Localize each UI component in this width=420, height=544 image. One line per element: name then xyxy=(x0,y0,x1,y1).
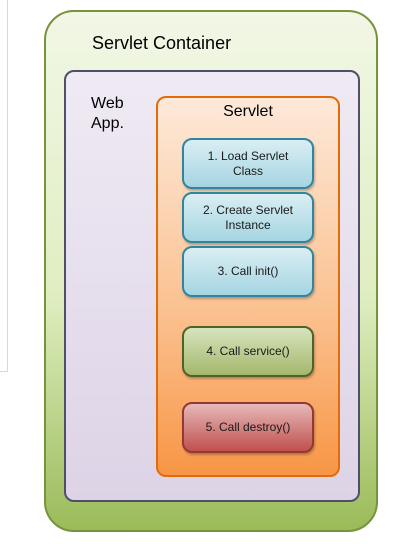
step-label: 1. Load Servlet Class xyxy=(207,148,289,178)
step-call-destroy: 5. Call destroy() xyxy=(182,402,314,453)
step-label: 4. Call service() xyxy=(206,344,290,358)
page-edge-divider xyxy=(0,0,8,372)
servlet-container-title: Servlet Container xyxy=(92,33,232,53)
step-label: 2. Create Servlet Instance xyxy=(202,202,294,232)
step-load-servlet-class: 1. Load Servlet Class xyxy=(182,138,314,189)
step-call-init: 3. Call init() xyxy=(182,246,314,297)
servlet-title: Servlet xyxy=(223,103,273,120)
step-create-servlet-instance: 2. Create Servlet Instance xyxy=(182,192,314,243)
step-label: 3. Call init() xyxy=(217,264,279,278)
web-app-title: Web App. xyxy=(91,95,124,132)
step-label: 5. Call destroy() xyxy=(205,420,291,434)
step-call-service: 4. Call service() xyxy=(182,326,314,377)
